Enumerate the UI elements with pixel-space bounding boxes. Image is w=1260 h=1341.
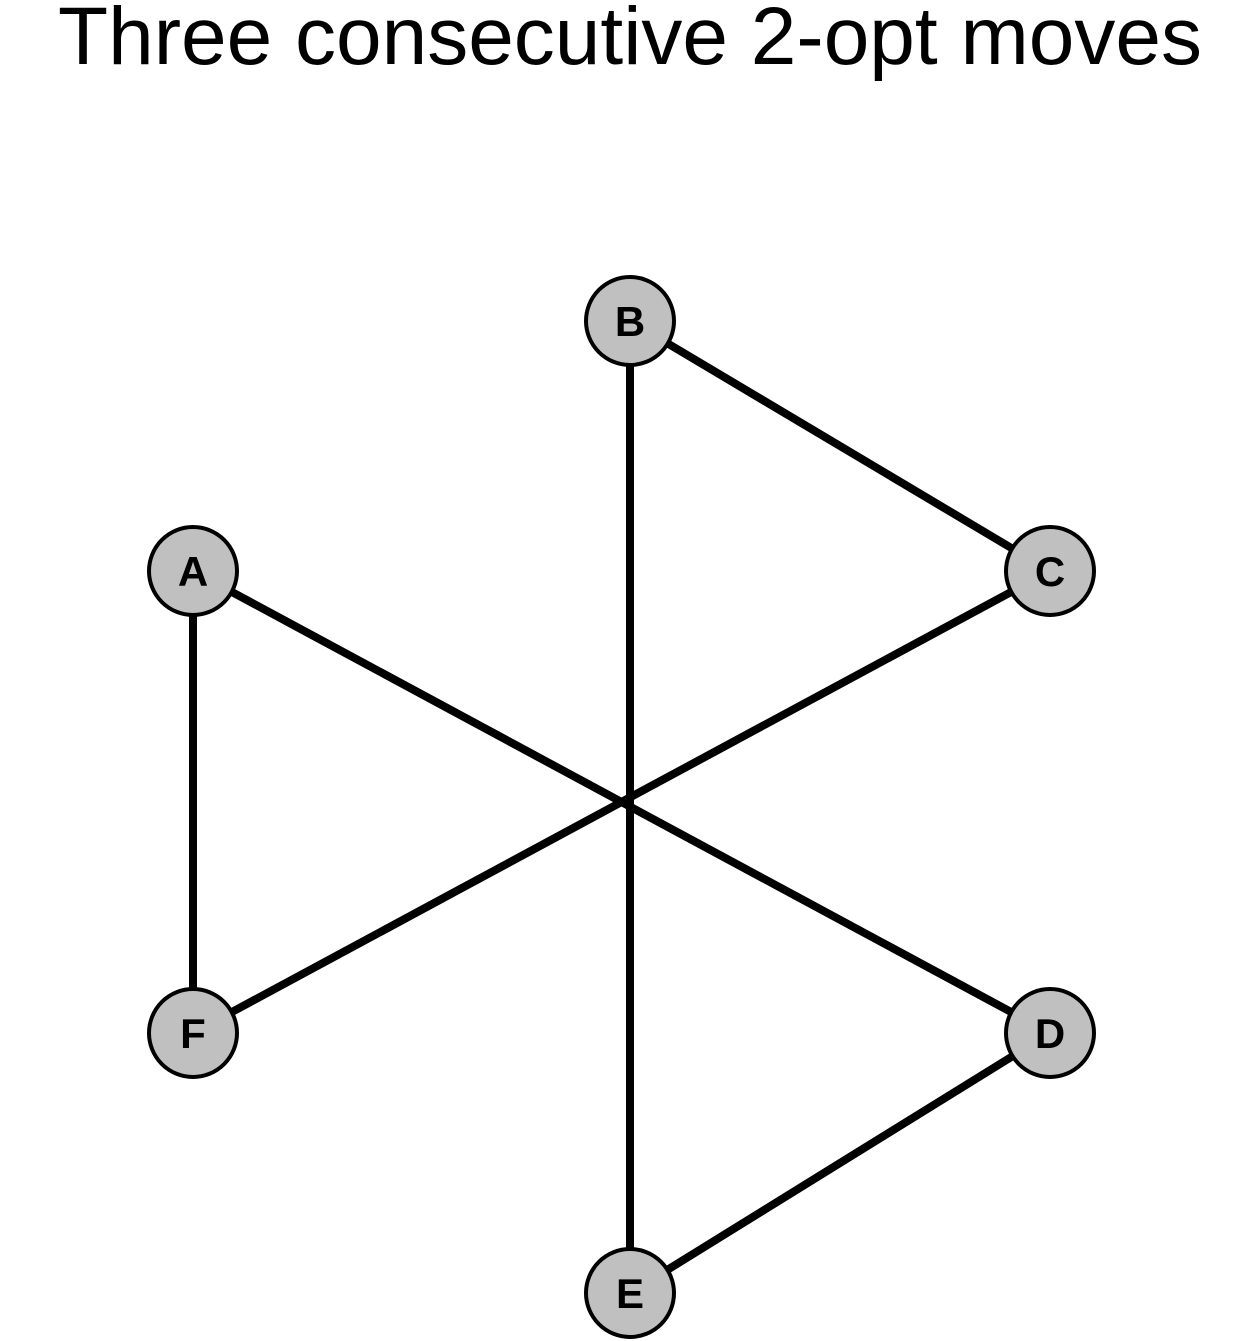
node-d: D [1004,987,1096,1079]
node-label: E [616,1270,644,1317]
node-b: B [584,275,676,367]
node-label: B [615,298,645,345]
node-label: D [1035,1010,1065,1057]
edge-d-e [627,1029,1053,1297]
diagram-title: Three consecutive 2-opt moves [58,0,1202,82]
node-a: A [147,525,239,617]
edges-layer [189,317,1053,1297]
node-f: F [147,987,239,1079]
node-circle [584,275,676,367]
node-c: C [1004,525,1096,617]
edge-c-f [191,567,1052,1037]
node-label: A [178,548,208,595]
node-circle [147,525,239,617]
node-label: F [180,1010,206,1057]
node-e: E [584,1247,676,1339]
node-circle [147,987,239,1079]
node-circle [1004,525,1096,617]
edge-b-c [627,317,1053,575]
nodes-layer: B C D E F A [147,275,1096,1339]
node-circle [584,1247,676,1339]
node-label: C [1035,548,1065,595]
node-circle [1004,987,1096,1079]
